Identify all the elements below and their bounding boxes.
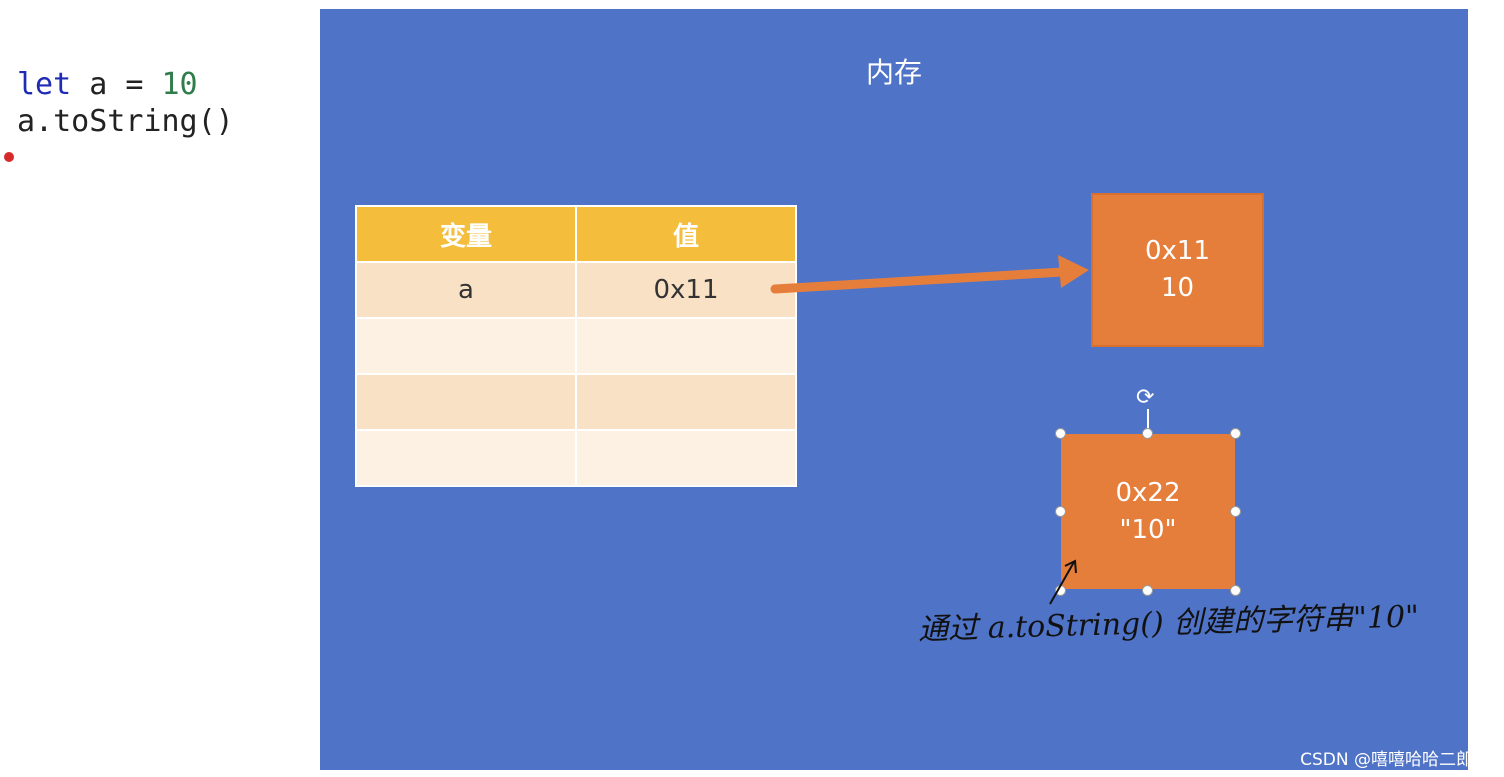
cell-value: 0x11: [575, 261, 797, 319]
box-value: 10: [1160, 273, 1195, 303]
code-text: a =: [71, 67, 162, 102]
resize-handle-icon[interactable]: [1142, 585, 1153, 596]
slide-title: 内存: [865, 56, 922, 89]
code-line-2: a.toString(): [17, 104, 234, 139]
cell-value: [575, 317, 797, 375]
resize-handle-icon[interactable]: [1142, 428, 1153, 439]
memory-slide: 内存 变量 值 a 0x11: [320, 9, 1468, 770]
resize-handle-icon[interactable]: [1230, 428, 1241, 439]
cell-variable: a: [355, 261, 577, 319]
cell-variable: [355, 373, 577, 431]
table-row: a 0x11: [355, 261, 797, 319]
box-address: 0x22: [1115, 477, 1181, 508]
number-literal: 10: [161, 67, 198, 102]
cell-value: [575, 429, 797, 487]
arrow-icon: [770, 255, 1089, 294]
memory-box-string[interactable]: 0x22 "10": [1061, 434, 1235, 589]
variable-table: 变量 值 a 0x11: [355, 205, 797, 487]
table-row: [355, 317, 797, 375]
rotate-handle-line: [1147, 409, 1149, 431]
watermark: CSDN @嘻嘻哈哈二郎神: [1300, 750, 1490, 770]
memory-box-number[interactable]: 0x11 10: [1091, 193, 1264, 347]
keyword-let: let: [17, 67, 72, 102]
table-row: [355, 429, 797, 487]
resize-handle-icon[interactable]: [1055, 506, 1066, 517]
table-header-row: 变量 值: [355, 205, 797, 263]
header-variable: 变量: [355, 205, 577, 263]
cell-variable: [355, 429, 577, 487]
rotate-handle-icon[interactable]: ⟳: [1136, 385, 1155, 410]
code-line-1: let a = 10: [17, 66, 234, 103]
box-address: 0x11: [1144, 236, 1210, 266]
box-value: "10": [1119, 514, 1177, 545]
cell-variable: [355, 317, 577, 375]
cell-value: [575, 373, 797, 431]
code-panel: let a = 10 a.toString(): [17, 66, 234, 140]
resize-handle-icon[interactable]: [1230, 585, 1241, 596]
resize-handle-icon[interactable]: [1230, 506, 1241, 517]
resize-handle-icon[interactable]: [1055, 428, 1066, 439]
pen-arrow-icon: [1049, 559, 1077, 605]
table-row: [355, 373, 797, 431]
breakpoint-dot-icon[interactable]: [4, 152, 14, 162]
header-value: 值: [575, 205, 797, 263]
